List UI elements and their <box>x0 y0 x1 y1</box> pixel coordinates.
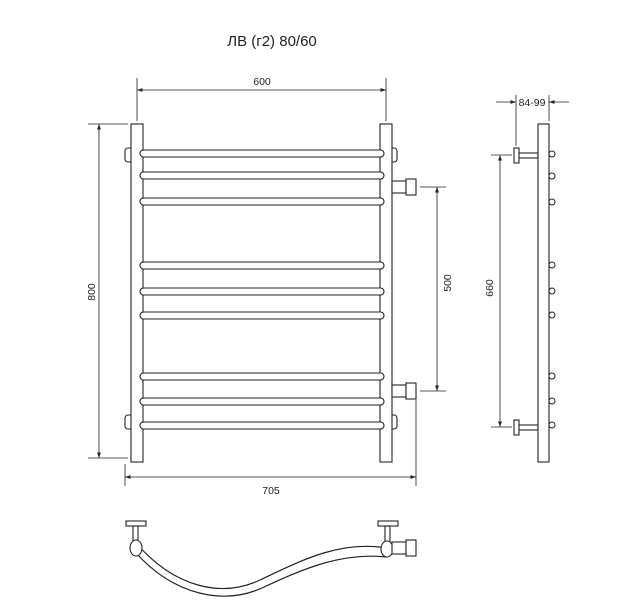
rung-ends <box>548 150 556 429</box>
front-view: 600 800 500 705 <box>86 76 454 497</box>
label-660: 660 <box>484 279 496 297</box>
top-right-mount <box>377 520 399 558</box>
dimension-660: 660 <box>484 154 512 428</box>
rungs <box>139 149 385 430</box>
wall-brackets <box>513 147 539 436</box>
label-84-99: 84-99 <box>519 97 546 109</box>
label-500: 500 <box>442 274 454 292</box>
side-post <box>537 123 550 463</box>
top-connection <box>391 539 417 557</box>
dimension-500: 500 <box>420 186 454 392</box>
label-800: 800 <box>86 283 98 301</box>
dimension-84-99: 84-99 <box>496 95 569 146</box>
dimension-600: 600 <box>136 76 387 121</box>
side-connections <box>391 178 417 400</box>
label-705: 705 <box>262 485 280 497</box>
dimension-705: 705 <box>124 400 417 497</box>
side-view: 84-99 660 <box>484 95 569 463</box>
top-view <box>125 520 417 597</box>
top-left-mount <box>125 520 147 557</box>
drawing-title: ЛВ (г2) 80/60 <box>227 33 317 50</box>
label-600: 600 <box>253 76 271 88</box>
dimension-800: 800 <box>86 123 128 459</box>
